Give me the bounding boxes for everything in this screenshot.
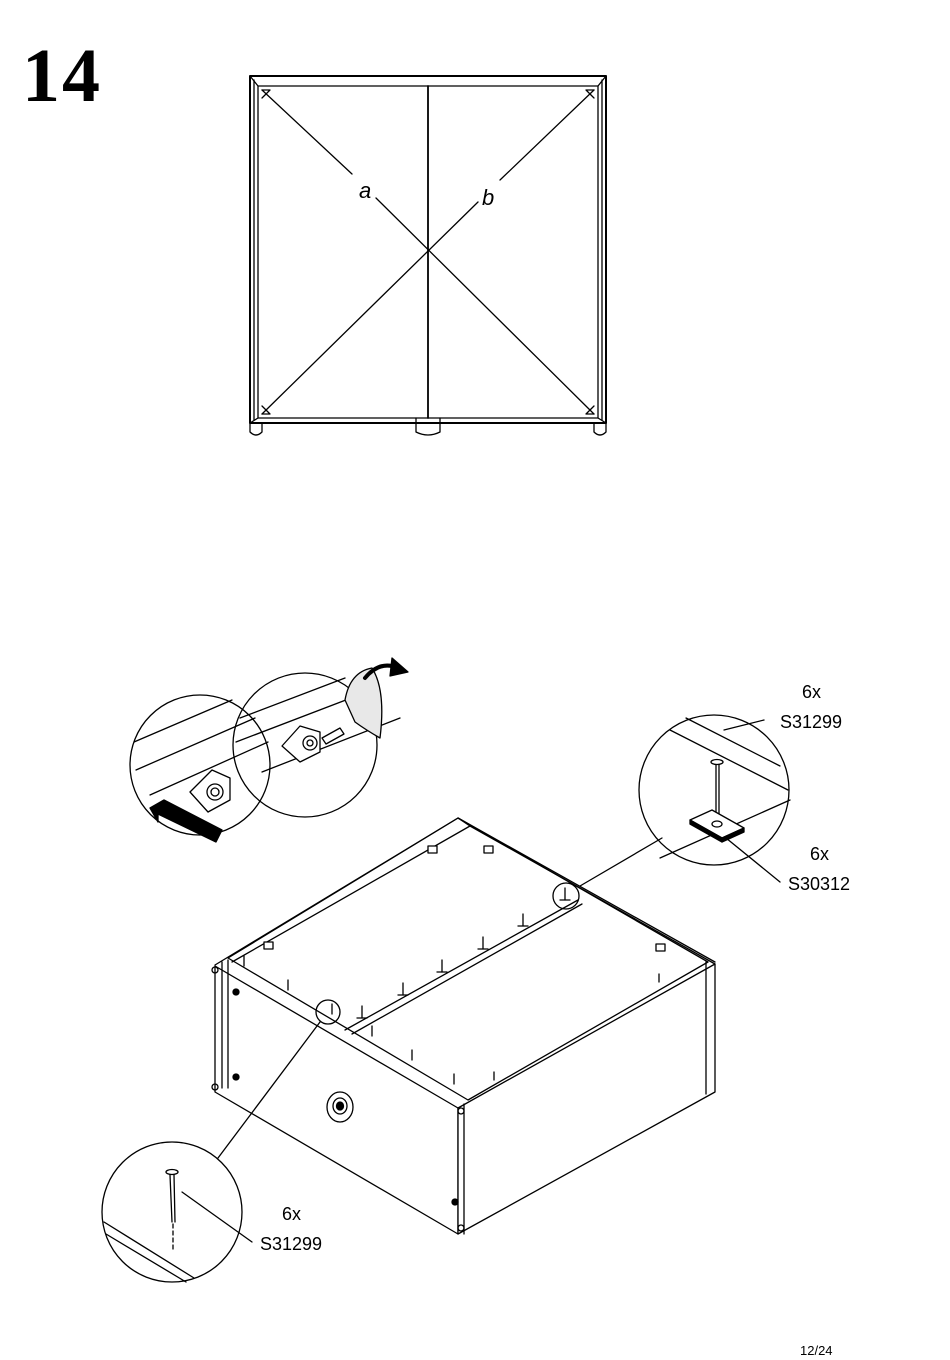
nail-detail: [102, 1142, 242, 1282]
leader-line: [726, 838, 780, 882]
top-nail-code: S31299: [780, 712, 842, 732]
bottom-nail-qty: 6x: [282, 1204, 301, 1224]
page-number: 12/24: [800, 1343, 833, 1358]
front-view: [250, 76, 606, 435]
connector-detail-insert: [130, 695, 270, 842]
plate-code: S30312: [788, 874, 850, 894]
nail-plate-detail: [639, 715, 790, 865]
plate-qty: 6x: [810, 844, 829, 864]
bottom-nail-code: S31299: [260, 1234, 322, 1254]
top-nail-qty: 6x: [802, 682, 821, 702]
connector-detail-tighten: [233, 658, 408, 817]
cabinet-carcass: [212, 818, 715, 1234]
leader-line: [580, 838, 662, 886]
door-label-b: b: [482, 185, 494, 210]
door-label-a: a: [359, 178, 371, 203]
